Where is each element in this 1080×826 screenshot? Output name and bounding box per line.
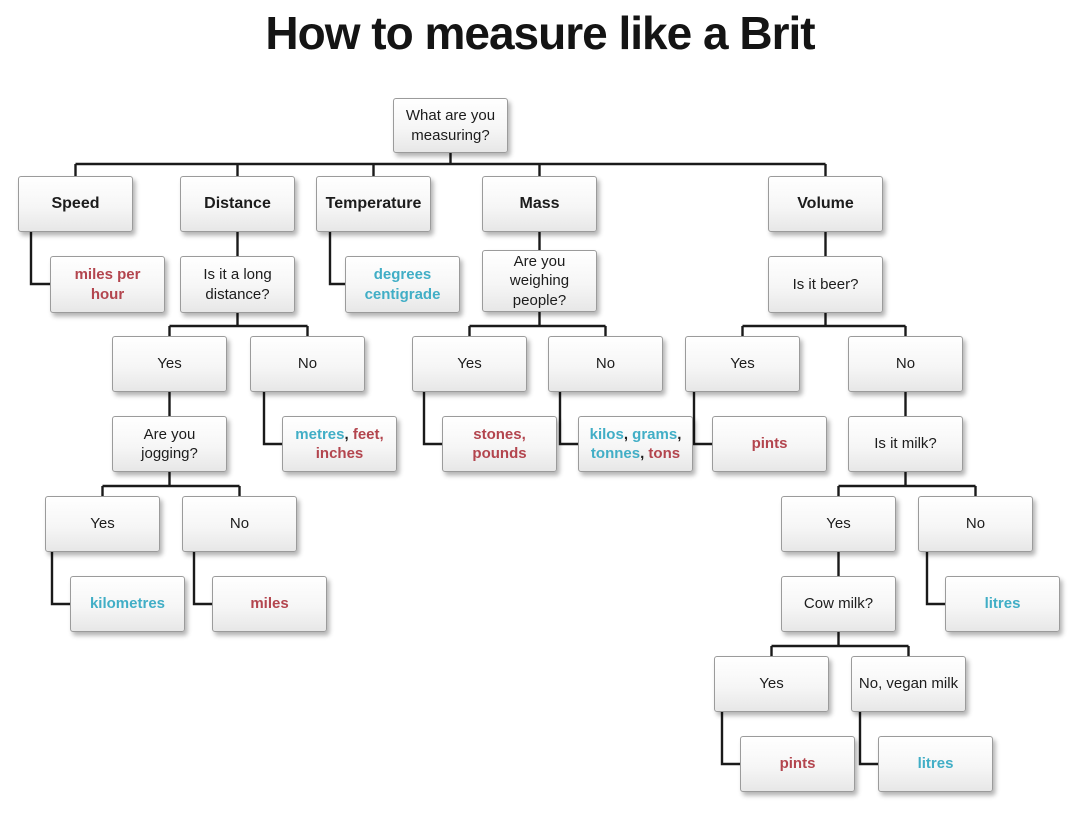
node-mass-yes: Yes	[412, 336, 527, 392]
node-label: Mass	[519, 194, 560, 212]
label-segment: ,	[677, 425, 682, 443]
node-milk-no: No	[918, 496, 1033, 552]
node-label: No	[595, 355, 616, 373]
node-is-it-milk-question: Is it milk?	[848, 416, 963, 472]
node-miles: miles	[212, 576, 327, 632]
label-segment: ,	[640, 445, 649, 462]
node-label: degrees centigrade	[364, 266, 441, 303]
label-segment: tonnes	[590, 445, 641, 462]
node-label: Yes	[730, 355, 755, 373]
node-metres-feet-inches: metres, feet, inches	[282, 416, 397, 472]
label-segment: ,	[623, 425, 633, 443]
node-jogging-yes: Yes	[45, 496, 160, 552]
node-kilometres: kilometres	[70, 576, 185, 632]
node-label: Cow milk?	[803, 595, 874, 613]
node-weighing-people-question: Are you weighing people?	[482, 250, 597, 312]
node-label: Yes	[90, 515, 115, 533]
node-mass: Mass	[482, 176, 597, 232]
node-speed: Speed	[18, 176, 133, 232]
label-segment: kilos	[589, 425, 624, 443]
node-is-it-beer-question: Is it beer?	[768, 256, 883, 313]
node-label: Yes	[457, 355, 482, 373]
node-label: Is it beer?	[792, 275, 859, 293]
node-jogging-question: Are you jogging?	[112, 416, 227, 472]
node-label: Distance	[204, 194, 271, 212]
label-segment: metres	[295, 425, 345, 443]
node-label: No, vegan milk	[858, 675, 959, 693]
node-vegan-litres: litres	[878, 736, 993, 792]
label-segment: grams	[632, 425, 678, 443]
node-beer-no: No	[848, 336, 963, 392]
node-label: Volume	[797, 194, 854, 212]
node-label: Yes	[826, 515, 851, 533]
node-distance-no: No	[250, 336, 365, 392]
label-segment: ,	[344, 425, 353, 443]
node-label: Are you weighing people?	[509, 253, 570, 309]
node-cow-milk-no-vegan: No, vegan milk	[851, 656, 966, 712]
node-kilos-grams-tonnes-tons: kilos, grams, tonnes, tons	[578, 416, 693, 472]
node-jogging-no: No	[182, 496, 297, 552]
node-label: miles	[250, 595, 289, 613]
node-root-question: What are you measuring?	[393, 98, 508, 153]
node-label: Yes	[157, 355, 182, 373]
node-milk-litres: litres	[945, 576, 1060, 632]
node-label: What are you measuring?	[405, 107, 496, 144]
node-label: metres, feet, inches	[288, 425, 391, 463]
node-cow-milk-question: Cow milk?	[781, 576, 896, 632]
node-label: kilos, grams, tonnes, tons	[584, 425, 687, 463]
label-segment: feet, inches	[315, 425, 384, 462]
node-milk-yes: Yes	[781, 496, 896, 552]
node-label: Is it milk?	[874, 435, 937, 453]
node-volume: Volume	[768, 176, 883, 232]
node-cow-milk-pints: pints	[740, 736, 855, 792]
node-label: No	[895, 355, 916, 373]
node-label: No	[965, 515, 986, 533]
node-label: Yes	[759, 675, 784, 693]
node-label: Speed	[51, 194, 100, 212]
node-label: No	[229, 515, 250, 533]
node-mass-no: No	[548, 336, 663, 392]
page-title: How to measure like a Brit	[265, 7, 815, 59]
node-label: litres	[917, 755, 954, 773]
node-label: Are you jogging?	[141, 425, 198, 462]
node-distance: Distance	[180, 176, 295, 232]
node-label: miles per hour	[74, 266, 141, 303]
node-long-distance-question: Is it a long distance?	[180, 256, 295, 313]
node-degrees-centigrade: degrees centigrade	[345, 256, 460, 313]
node-label: pints	[751, 435, 788, 453]
node-distance-yes: Yes	[112, 336, 227, 392]
node-label: stones, pounds	[472, 425, 527, 462]
node-label: Temperature	[325, 194, 422, 212]
node-beer-yes: Yes	[685, 336, 800, 392]
node-stones-pounds: stones, pounds	[442, 416, 557, 472]
connector-group	[29, 153, 977, 766]
label-segment: tons	[648, 445, 681, 462]
node-label: pints	[779, 755, 816, 773]
node-cow-milk-yes: Yes	[714, 656, 829, 712]
node-temperature: Temperature	[316, 176, 431, 232]
node-label: No	[297, 355, 318, 373]
node-label: kilometres	[89, 595, 166, 613]
node-beer-pints: pints	[712, 416, 827, 472]
node-label: Is it a long distance?	[203, 266, 272, 303]
node-miles-per-hour: miles per hour	[50, 256, 165, 313]
node-label: litres	[984, 595, 1021, 613]
